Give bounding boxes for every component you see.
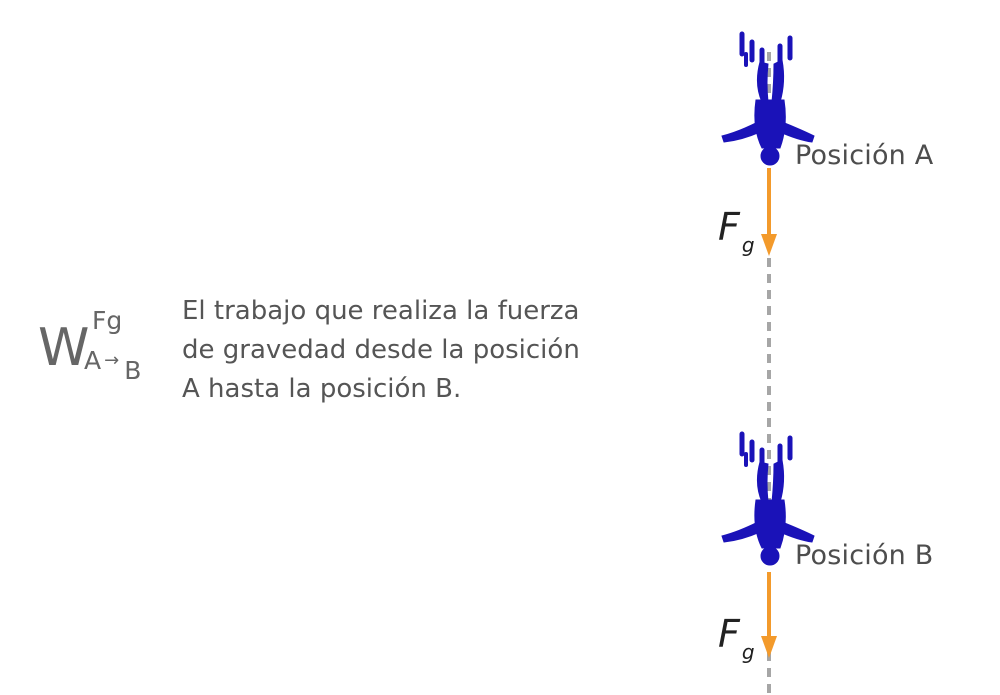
position-a-label: Posición A — [795, 140, 934, 171]
position-b-label: Posición B — [795, 540, 934, 571]
description-line: de gravedad desde la posición — [182, 335, 580, 365]
force-subscript: g — [741, 640, 755, 664]
force-arrow-b-icon — [761, 572, 777, 658]
force-symbol: F — [718, 612, 740, 656]
work-description: El trabajo que realiza la fuerza de grav… — [182, 292, 632, 409]
description-line: A hasta la posición B. — [182, 374, 462, 404]
work-to: B — [124, 356, 142, 385]
force-symbol: F — [718, 205, 740, 249]
force-subscript: g — [741, 233, 755, 257]
description-line: El trabajo que realiza la fuerza — [182, 296, 580, 326]
work-symbol: W — [38, 318, 90, 378]
work-superscript: Fg — [92, 306, 123, 335]
work-arrow: → — [104, 350, 120, 371]
force-arrow-a-icon — [761, 168, 777, 256]
work-from: A — [84, 346, 102, 375]
work-subscript: A→B — [84, 346, 141, 383]
